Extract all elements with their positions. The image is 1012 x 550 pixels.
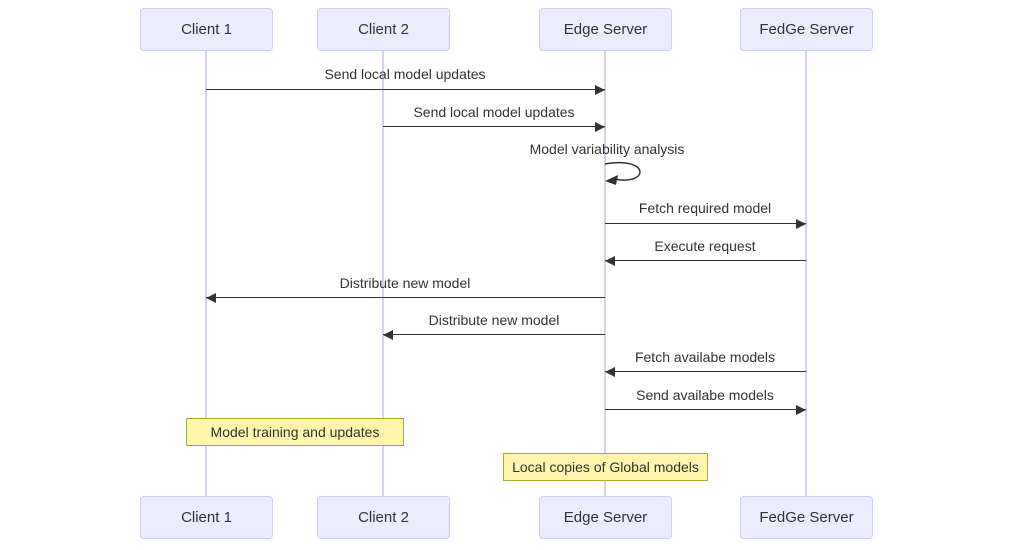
- actor-label: Edge Server: [563, 509, 648, 526]
- actor-label: Client 2: [358, 21, 409, 38]
- lifeline-client-1: [205, 51, 207, 496]
- message-arrow-7: [383, 334, 605, 335]
- actor-label: Edge Server: [563, 21, 648, 38]
- message-label-8: Fetch availabe models: [634, 349, 776, 365]
- actor-label: FedGe Server: [759, 509, 854, 526]
- actor-label: Client 1: [181, 509, 232, 526]
- message-label-4: Fetch required model: [638, 200, 772, 216]
- lifeline-fedge-server: [805, 51, 807, 496]
- actor-top-client-2: Client 2: [317, 8, 450, 51]
- message-arrow-2: [383, 126, 605, 127]
- actor-top-client-1: Client 1: [140, 8, 273, 51]
- actor-bottom-edge-server: Edge Server: [539, 496, 672, 539]
- actor-top-fedge-server: FedGe Server: [740, 8, 873, 51]
- arrowhead-left-icon: [605, 256, 615, 266]
- message-label-1: Send local model updates: [324, 66, 486, 82]
- message-label-3: Model variability analysis: [529, 141, 685, 157]
- actor-bottom-client-1: Client 1: [140, 496, 273, 539]
- actor-label: Client 1: [181, 21, 232, 38]
- actor-top-edge-server: Edge Server: [539, 8, 672, 51]
- message-arrow-1: [206, 89, 605, 90]
- actor-bottom-client-2: Client 2: [317, 496, 450, 539]
- arrowhead-right-icon: [595, 85, 605, 95]
- message-label-9: Send availabe models: [636, 387, 774, 403]
- note-label: Local copies of Global models: [512, 459, 699, 475]
- arrowhead-left-icon: [383, 330, 393, 340]
- message-arrow-4: [605, 223, 806, 224]
- message-arrow-8: [605, 371, 806, 372]
- message-arrow-5: [605, 260, 806, 261]
- message-arrow-9: [605, 409, 806, 410]
- note-model-training: Model training and updates: [186, 418, 404, 446]
- arrowhead-right-icon: [796, 219, 806, 229]
- arrowhead-right-icon: [595, 122, 605, 132]
- self-loop-arrow-icon: [604, 161, 641, 185]
- lifeline-client-2: [382, 51, 384, 496]
- message-arrow-6: [206, 297, 605, 298]
- note-label: Model training and updates: [210, 424, 380, 440]
- lifeline-edge-server: [604, 51, 606, 496]
- note-local-copies: Local copies of Global models: [503, 453, 708, 481]
- arrowhead-right-icon: [796, 405, 806, 415]
- message-label-5: Execute request: [654, 238, 756, 254]
- arrowhead-left-icon: [605, 367, 615, 377]
- actor-label: FedGe Server: [759, 21, 854, 38]
- arrowhead-left-icon: [206, 293, 216, 303]
- message-label-6: Distribute new model: [339, 275, 471, 291]
- actor-bottom-fedge-server: FedGe Server: [740, 496, 873, 539]
- message-label-7: Distribute new model: [428, 312, 560, 328]
- actor-label: Client 2: [358, 509, 409, 526]
- message-label-2: Send local model updates: [413, 104, 575, 120]
